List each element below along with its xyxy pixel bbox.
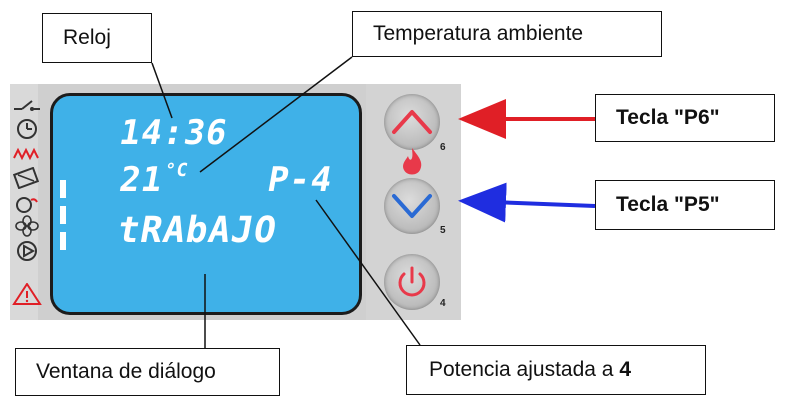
- snail-fan-icon: [16, 197, 38, 213]
- leader-clock: [151, 62, 173, 119]
- callout-ambient-temperature: Temperatura ambiente: [352, 11, 662, 57]
- flame-icon: [403, 148, 422, 175]
- power-button[interactable]: [384, 254, 440, 310]
- callout-dialog-window: Ventana de diálogo: [15, 348, 280, 396]
- callout-clock: Reloj: [42, 13, 152, 63]
- chevron-down-icon: [392, 194, 432, 218]
- arrow-key-p5: [458, 182, 596, 223]
- pump-icon: [17, 241, 37, 261]
- warning-icon: [12, 283, 42, 305]
- fan-cartridge-icon: [12, 167, 40, 189]
- up-button-number: 6: [440, 142, 446, 153]
- callout-power-level: Potencia ajustada a 4: [406, 345, 706, 395]
- down-button-number: 5: [440, 225, 446, 236]
- power-button-number: 4: [440, 298, 446, 309]
- lcd-screen: [50, 93, 362, 315]
- up-button[interactable]: [384, 94, 440, 150]
- chevron-up-icon: [392, 110, 432, 134]
- down-button[interactable]: [384, 178, 440, 234]
- callout-power-value: 4: [619, 358, 631, 381]
- timer-icon: [17, 119, 37, 139]
- resistance-icon: [13, 147, 39, 161]
- switch-icon: [14, 100, 40, 111]
- power-icon: [398, 266, 426, 297]
- fan-icon: [15, 215, 39, 237]
- callout-key-p5: Tecla "P5": [595, 180, 775, 230]
- leader-ambient-temperature: [199, 56, 353, 173]
- callout-key-p6: Tecla "P6": [595, 94, 775, 142]
- callout-power-prefix: Potencia ajustada a: [429, 358, 614, 381]
- leader-power-level: [315, 199, 421, 346]
